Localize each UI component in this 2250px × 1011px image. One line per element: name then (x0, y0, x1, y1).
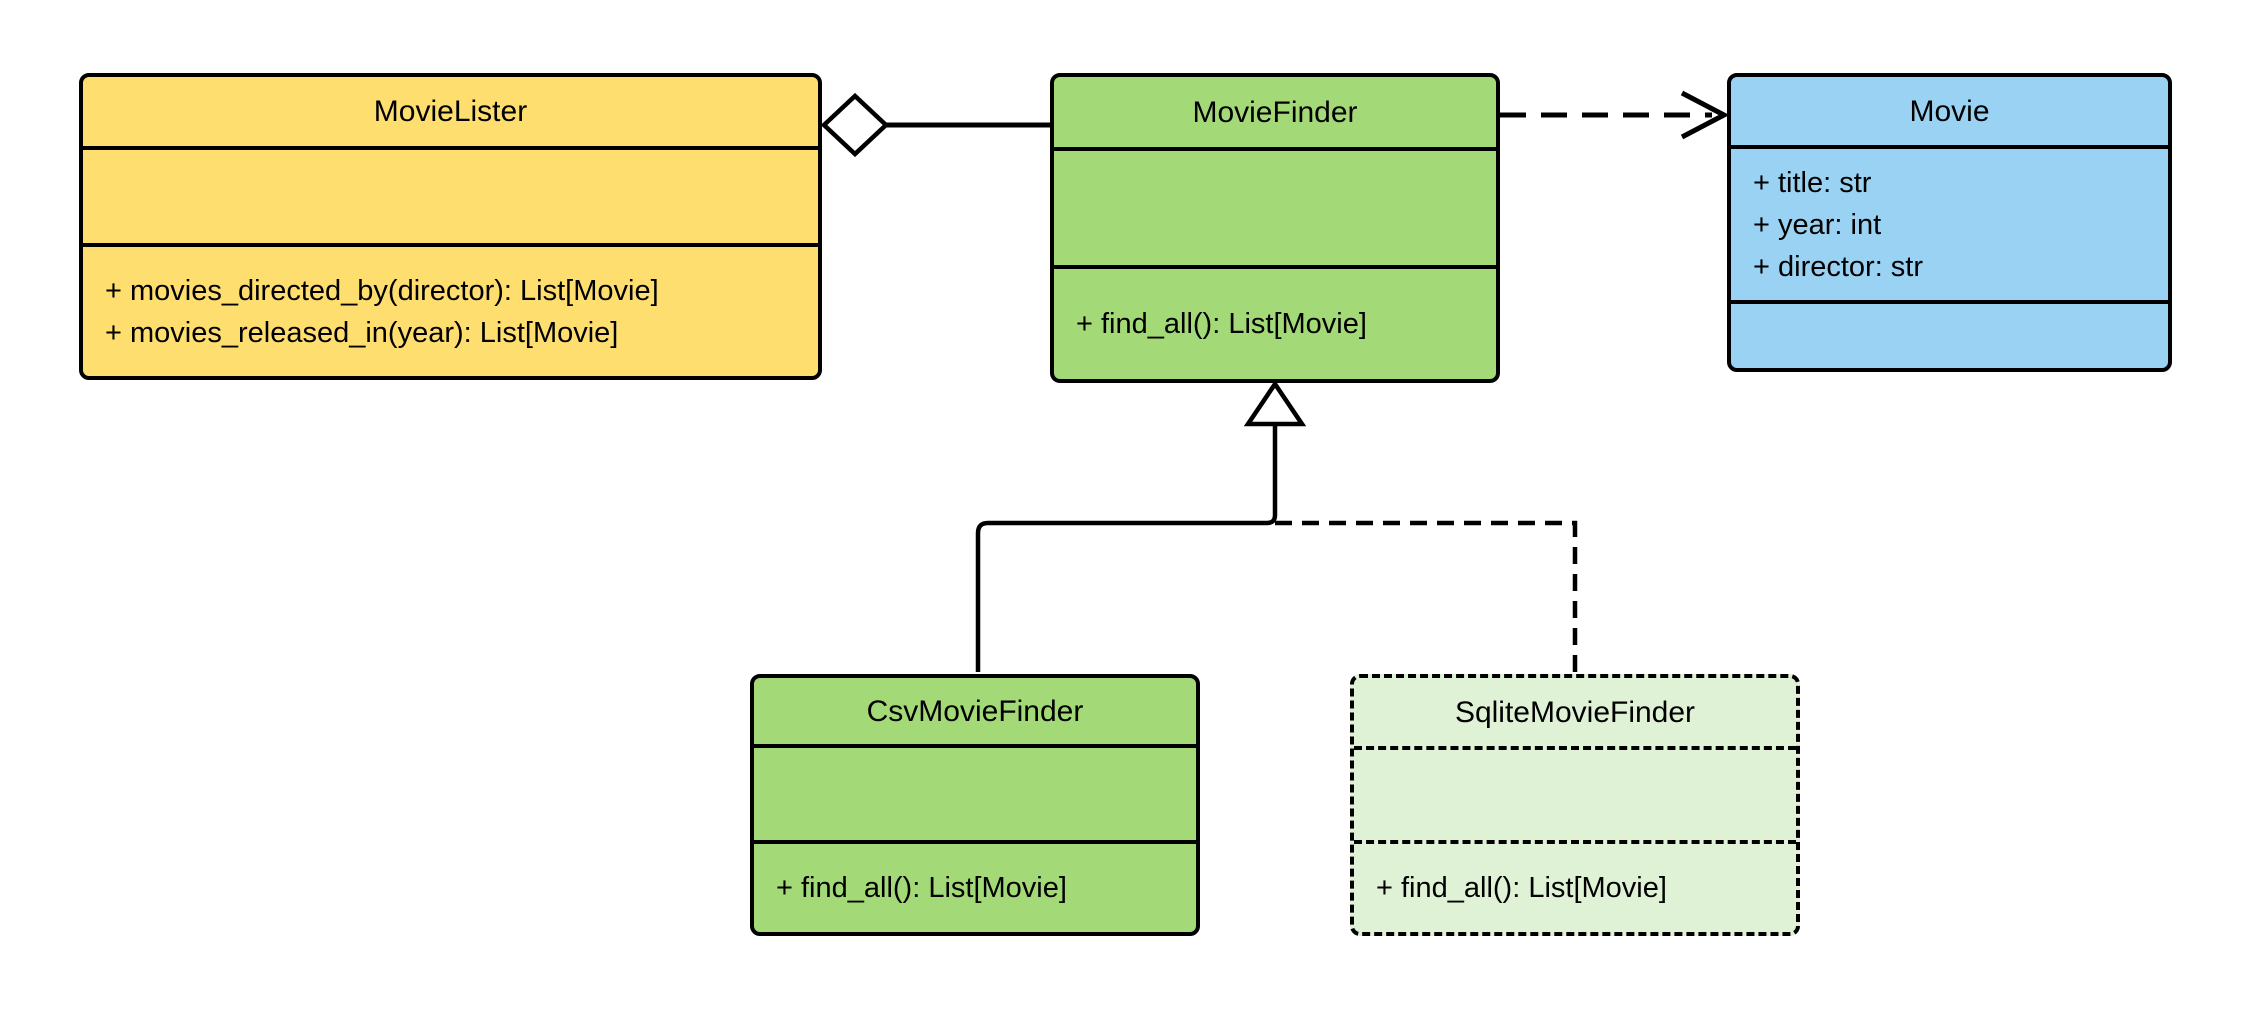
class-box-movielister[interactable]: MovieLister + movies_directed_by(directo… (79, 73, 822, 380)
attribute-label: + year: int (1753, 208, 1882, 241)
attribute-label: + director: str (1753, 250, 1924, 283)
generalization-dashed-connector[interactable] (1275, 520, 1578, 672)
hollow-diamond-marker (820, 92, 890, 158)
aggregation-connector[interactable] (820, 92, 1052, 158)
class-name-movielister: MovieLister (373, 95, 528, 128)
dependency-connector[interactable] (1500, 90, 1730, 140)
generalization-stem-line (1266, 424, 1278, 526)
method-label: + find_all(): List[Movie] (1076, 308, 1367, 340)
class-name-movie: Movie (1909, 94, 1990, 128)
class-box-sqlitemoviefinder[interactable]: SqliteMovieFinder + find_all(): List[Mov… (1350, 674, 1800, 936)
methods-section-movie (1731, 300, 2168, 368)
method-label: + movies_directed_by(director): List[Mov… (105, 274, 659, 307)
generalization-solid-connector[interactable] (975, 520, 1267, 672)
method-label: + find_all(): List[Movie] (776, 872, 1067, 904)
attribute-label: + title: str (1753, 166, 1872, 199)
generalization-solid-path (975, 520, 1267, 672)
methods-section-csvmoviefinder: + find_all(): List[Movie] (754, 840, 1196, 932)
methods-section-sqlitemoviefinder: + find_all(): List[Movie] (1354, 840, 1796, 932)
class-name-csvmoviefinder: CsvMovieFinder (866, 694, 1084, 728)
hollow-triangle-marker (1243, 379, 1307, 427)
attributes-section-movielister (83, 146, 818, 243)
methods-section-movielister: + movies_directed_by(director): List[Mov… (83, 243, 818, 376)
class-name-sqlitemoviefinder: SqliteMovieFinder (1454, 695, 1696, 729)
class-box-csvmoviefinder[interactable]: CsvMovieFinder + find_all(): List[Movie] (750, 674, 1200, 936)
attributes-section-sqlitemoviefinder (1354, 746, 1796, 840)
attributes-section-movie: + title: str + year: int + director: str (1731, 145, 2168, 300)
method-label: + movies_released_in(year): List[Movie] (105, 316, 619, 349)
open-arrowhead (1680, 90, 1730, 140)
class-name-moviefinder: MovieFinder (1192, 95, 1358, 129)
generalization-marker-group (1243, 379, 1307, 526)
class-box-moviefinder[interactable]: MovieFinder + find_all(): List[Movie] (1050, 73, 1500, 383)
methods-section-moviefinder: + find_all(): List[Movie] (1054, 265, 1496, 379)
attributes-section-csvmoviefinder (754, 744, 1196, 840)
method-label: + find_all(): List[Movie] (1376, 872, 1667, 904)
attributes-section-moviefinder (1054, 147, 1496, 265)
generalization-dashed-path (1275, 520, 1578, 672)
class-box-movie[interactable]: Movie + title: str + year: int + directo… (1727, 73, 2172, 372)
